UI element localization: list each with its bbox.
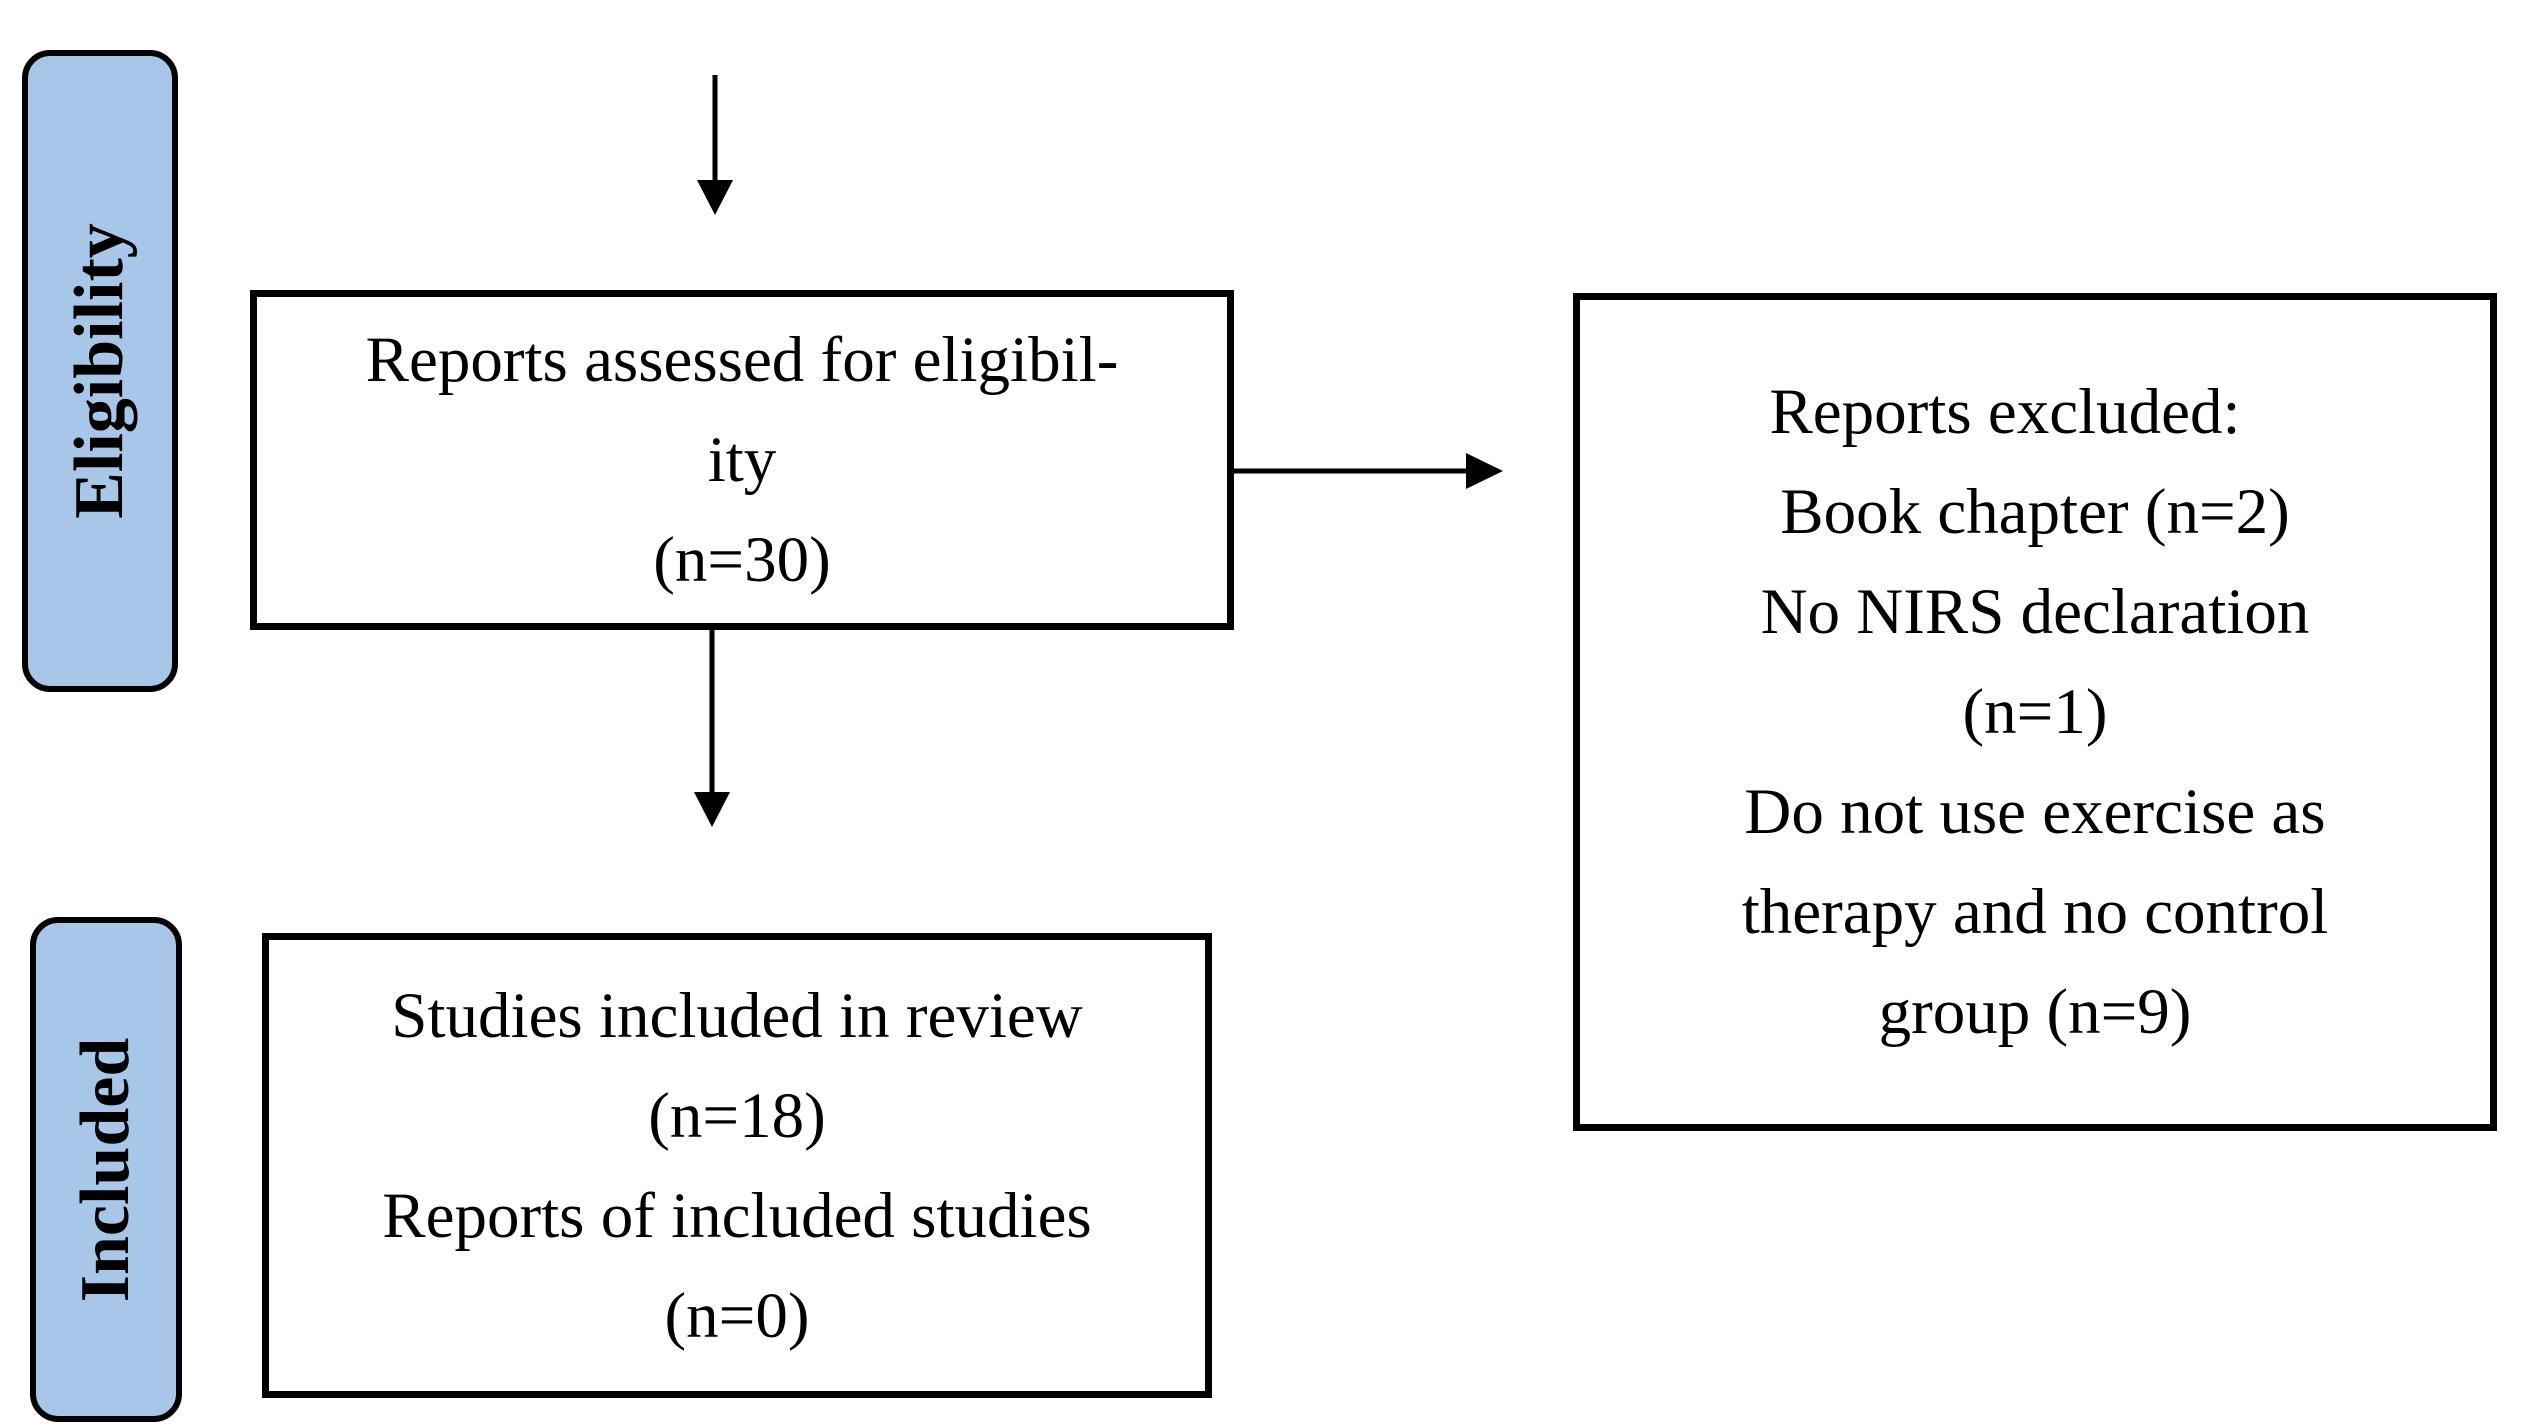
assessed-count: (n=30) xyxy=(653,524,831,596)
included-line-1: Studies included in review xyxy=(391,979,1083,1052)
excluded-line-4: (n=1) xyxy=(1962,676,2108,748)
arrowhead-assessed-to-included xyxy=(694,792,730,827)
stage-tab-included: Included xyxy=(30,917,182,1422)
excluded-line-6: therapy and no control xyxy=(1741,876,2329,948)
included-box: Studies included in review (n=18) Report… xyxy=(262,933,1212,1398)
excluded-line-2: Book chapter (n=2) xyxy=(1780,476,2290,548)
excluded-line-3: No NIRS declaration xyxy=(1760,576,2310,648)
included-line-3: Reports of included studies xyxy=(382,1179,1092,1252)
arrowhead-into-assessed xyxy=(697,180,733,215)
assessed-line-1: Reports assessed for eligibil- xyxy=(365,324,1119,396)
excluded-line-7: group (n=9) xyxy=(1878,976,2192,1048)
arrowhead-assessed-to-excluded xyxy=(1466,453,1503,489)
stage-tab-eligibility: Eligibility xyxy=(22,50,178,692)
excluded-box: Reports excluded: Book chapter (n=2) No … xyxy=(1573,293,2497,1131)
assessed-box: Reports assessed for eligibil- ity (n=30… xyxy=(250,290,1234,630)
assessed-line-2: ity xyxy=(707,424,777,496)
excluded-line-5: Do not use exercise as xyxy=(1744,776,2326,848)
included-count: (n=18) xyxy=(648,1079,826,1152)
excluded-heading: Reports excluded: xyxy=(1769,376,2241,448)
included-reports-count: (n=0) xyxy=(664,1279,810,1352)
